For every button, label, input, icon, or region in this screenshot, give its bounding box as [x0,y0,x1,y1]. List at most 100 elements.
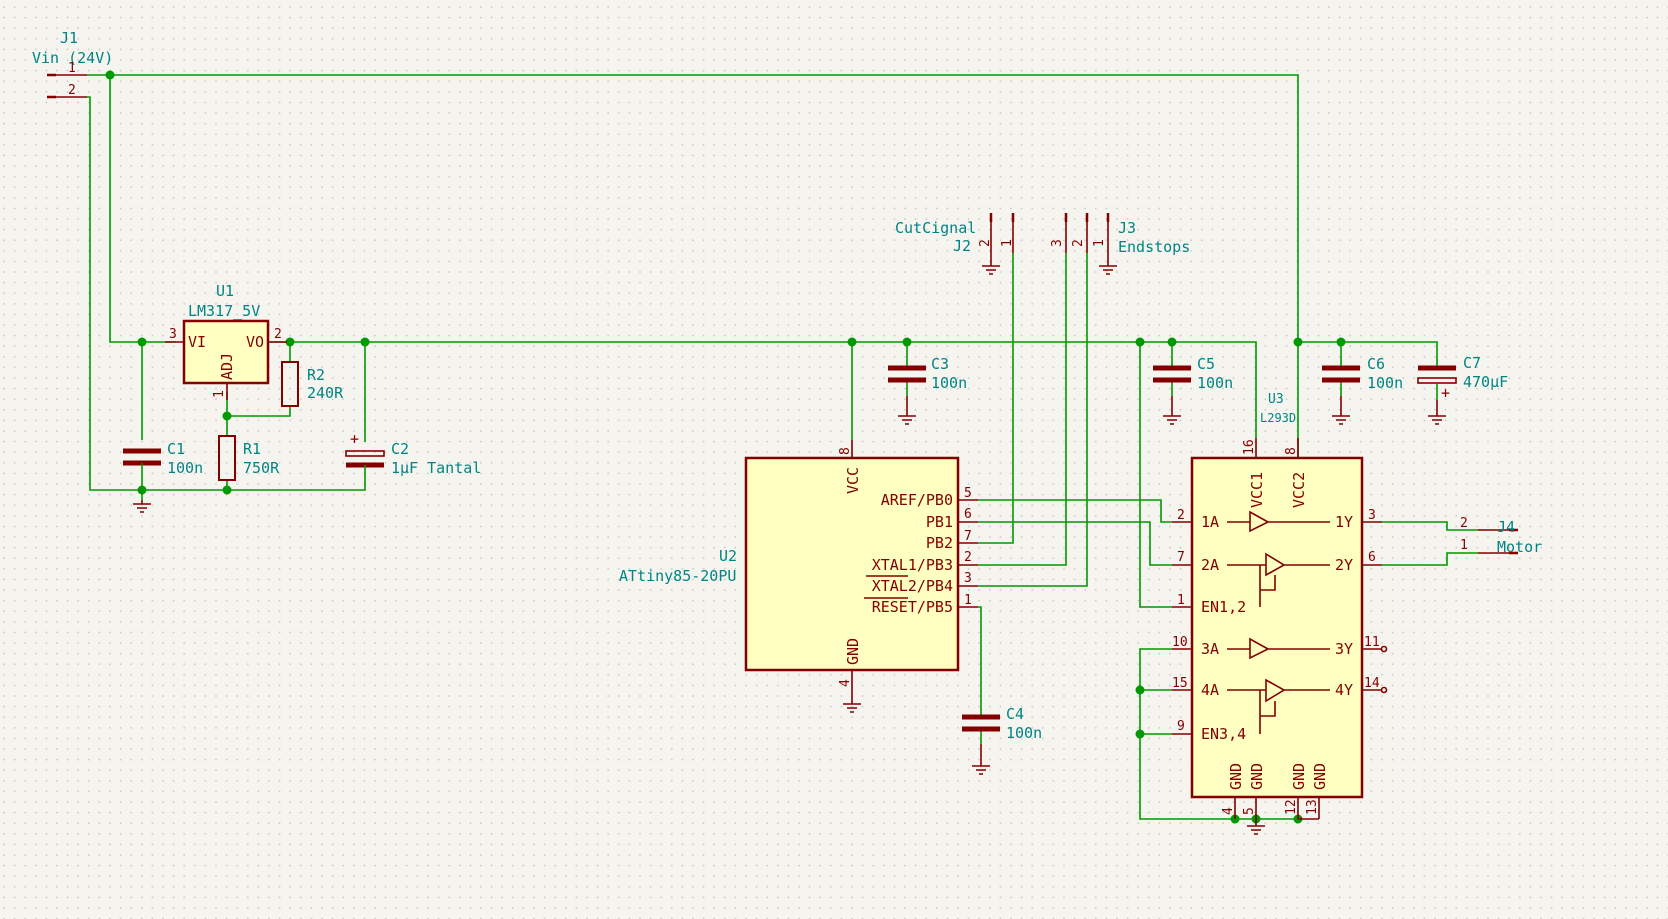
u3-ref: U3 [1268,392,1284,407]
resistor-r1[interactable]: R1 750R [218,435,280,481]
wire-pb1-2a[interactable] [978,521,1172,566]
u1-pin-adj: ADJ [218,353,236,380]
j4-pin1: 1 [1460,538,1468,553]
u2-ref: U2 [719,547,737,565]
u3-pin-gnd-12: GND [1290,763,1308,790]
c7-plus: + [1441,384,1450,402]
u1-pinnum-adj: 1 [212,390,227,398]
wire-r2-adj[interactable] [227,406,291,417]
r2-ref: R2 [307,366,325,384]
capacitor-c4[interactable]: C4 100n [962,705,1042,744]
wire-2y-j4[interactable] [1382,552,1478,566]
u3-pinnum-11: 11 [1364,635,1380,650]
u3-pin-gnd-4: GND [1227,763,1245,790]
connector-j4[interactable]: 2 1 J4 Motor [1460,516,1542,556]
u3-pin-4y: 4Y [1335,681,1353,699]
u3-pin-2y: 2Y [1335,556,1353,574]
u1-pin-vo: VO [246,333,264,351]
u2-pinnum-3: 3 [964,571,972,586]
c6-ref: C6 [1367,355,1385,373]
u3-pin-1y: 1Y [1335,513,1353,531]
u3-pinnum-13: 13 [1305,799,1320,815]
u2-pin-gnd: GND [844,638,862,665]
u3-pin-gnd-5: GND [1248,763,1266,790]
u3-pinnum-8: 8 [1284,447,1299,455]
u2-pinnum-2: 2 [964,550,972,565]
u3-value: L293D [1260,411,1296,425]
u2-pinnum-5: 5 [964,486,972,501]
regulator-u1[interactable]: U1 LM317_5V VI VO ADJ 3 2 1 [165,282,287,400]
u2-pinnum-1: 1 [964,593,972,608]
u1-value: LM317_5V [188,302,260,320]
c3-ref: C3 [931,355,949,373]
c1-ref: C1 [167,440,185,458]
c2-ref: C2 [391,440,409,458]
j2-pin2: 2 [978,239,993,247]
u3-pinnum-7: 7 [1177,550,1185,565]
wire-pb4-j3[interactable] [978,253,1088,587]
u3-pinnum-14: 14 [1364,676,1380,691]
u3-pinnum-6: 6 [1368,550,1376,565]
u3-pin-3a: 3A [1201,640,1219,658]
u3-pinnum-5: 5 [1242,807,1257,815]
u3-pin-4a: 4A [1201,681,1219,699]
wire-pb2-j2[interactable] [978,253,1014,544]
u3-pinnum-1: 1 [1177,593,1185,608]
u2-pin-pb1: PB1 [926,513,953,531]
connector-j3[interactable]: 3 2 1 J3 Endstops [1050,213,1190,256]
j1-ref: J1 [60,29,78,47]
wire-en12[interactable] [1139,342,1172,608]
u3-pin-gnd-13: GND [1311,763,1329,790]
resistor-r2[interactable]: R2 240R [281,361,344,407]
u2-pinnum-vcc: 8 [838,447,853,455]
wire-pb3-j3[interactable] [978,253,1067,566]
capacitor-c7[interactable]: + C7 470µF [1417,354,1508,402]
c7-value: 470µF [1463,373,1508,391]
capacitor-c2[interactable]: + C2 1µF Tantal [345,430,481,478]
wire-reset-c4[interactable] [978,606,982,710]
u3-pin-2a: 2A [1201,556,1219,574]
gnd-icon [982,253,1000,275]
c4-value: 100n [1006,724,1042,742]
u3-pinnum-2: 2 [1177,508,1185,523]
j2-ref: J2 [953,237,971,255]
u2-pin-pb5: RESET/PB5 [872,598,953,616]
capacitor-c1[interactable]: C1 100n [123,440,203,477]
u3-pin-1a: 1A [1201,513,1219,531]
u3-pin-vcc1: VCC1 [1248,472,1266,508]
wire-pb0-1a[interactable] [978,499,1172,523]
gnd-icon [1332,396,1350,425]
capacitor-c3[interactable]: C3 100n [888,355,967,396]
c6-value: 100n [1367,374,1403,392]
wire-vin-gnd-return[interactable] [87,96,366,491]
u3-pinnum-3: 3 [1368,508,1376,523]
capacitor-c6[interactable]: C6 100n [1322,355,1403,396]
r1-ref: R1 [243,440,261,458]
u2-pinnum-6: 6 [964,507,972,522]
wire-vin-rail[interactable] [87,74,1299,460]
u3-pin-en12: EN1,2 [1201,598,1246,616]
u3-pinnum-4: 4 [1221,807,1236,815]
r1-value: 750R [243,459,280,477]
mcu-u2[interactable]: U2 ATtiny85-20PU VCC GND 8 4 AREF/PB0 PB… [619,440,978,690]
gnd-icon [843,690,861,713]
wire-vin-down[interactable] [109,75,176,343]
capacitor-c5[interactable]: C5 100n [1153,355,1233,396]
j1-pin2: 2 [68,83,76,98]
driver-u3[interactable]: U3 L293D VCC1 VCC2 16 8 1A 2A EN1,2 3A 4… [1172,392,1388,820]
u3-pinnum-15: 15 [1172,676,1188,691]
wire-1y-j4[interactable] [1382,521,1478,531]
connector-j1[interactable]: J1 Vin (24V) 1 2 [32,29,113,99]
c2-value: 1µF Tantal [391,459,481,477]
u1-pinnum-vo: 2 [274,327,282,342]
connector-j2[interactable]: CutCignal J2 2 1 [895,213,1015,255]
u2-pinnum-7: 7 [964,529,972,544]
u3-pinnum-16: 16 [1242,439,1257,455]
u2-pin-pb4: XTAL2/PB4 [872,577,953,595]
u3-pinnum-10: 10 [1172,635,1188,650]
c4-ref: C4 [1006,705,1024,723]
wire-5v-rail[interactable] [270,341,1257,438]
j3-pin2: 2 [1071,239,1086,247]
gnd-icon [898,396,916,425]
